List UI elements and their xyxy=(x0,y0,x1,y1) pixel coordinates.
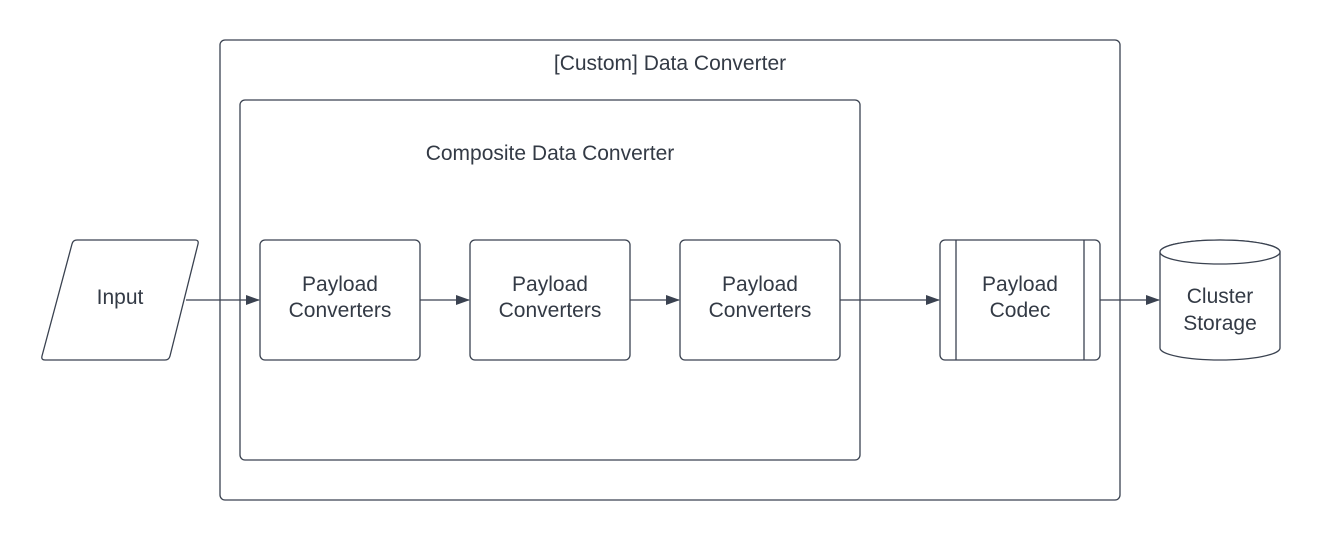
input-parallelogram xyxy=(41,239,199,361)
payload-converters-3-line1: Payload xyxy=(722,273,798,296)
composite-data-converter-label: Composite Data Converter xyxy=(426,142,675,165)
payload-converters-2-line1: Payload xyxy=(512,273,588,296)
payload-converters-1-line1: Payload xyxy=(302,273,378,296)
payload-converters-2-line2: Converters xyxy=(499,299,602,322)
input-node: Input xyxy=(41,239,199,361)
payload-codec-box xyxy=(939,239,1101,361)
payload-codec-line2: Codec xyxy=(990,299,1051,322)
payload-codec-node: Payload Codec xyxy=(939,239,1101,361)
custom-data-converter-label: [Custom] Data Converter xyxy=(554,52,786,75)
payload-converters-3-box xyxy=(679,239,841,361)
payload-codec-line1: Payload xyxy=(982,273,1058,296)
cluster-storage-node: Cluster Storage xyxy=(1159,239,1281,361)
payload-converters-1-box xyxy=(259,239,421,361)
input-label: Input xyxy=(97,286,144,309)
cluster-storage-cylinder-top xyxy=(1159,239,1281,265)
payload-converters-node-1: Payload Converters xyxy=(259,239,421,361)
payload-converters-node-2: Payload Converters xyxy=(469,239,631,361)
payload-converters-2-box xyxy=(469,239,631,361)
cluster-storage-line1: Cluster xyxy=(1187,285,1254,308)
payload-converters-1-line2: Converters xyxy=(289,299,392,322)
payload-converters-3-line2: Converters xyxy=(709,299,812,322)
payload-converters-node-3: Payload Converters xyxy=(679,239,841,361)
cluster-storage-line2: Storage xyxy=(1183,312,1257,335)
